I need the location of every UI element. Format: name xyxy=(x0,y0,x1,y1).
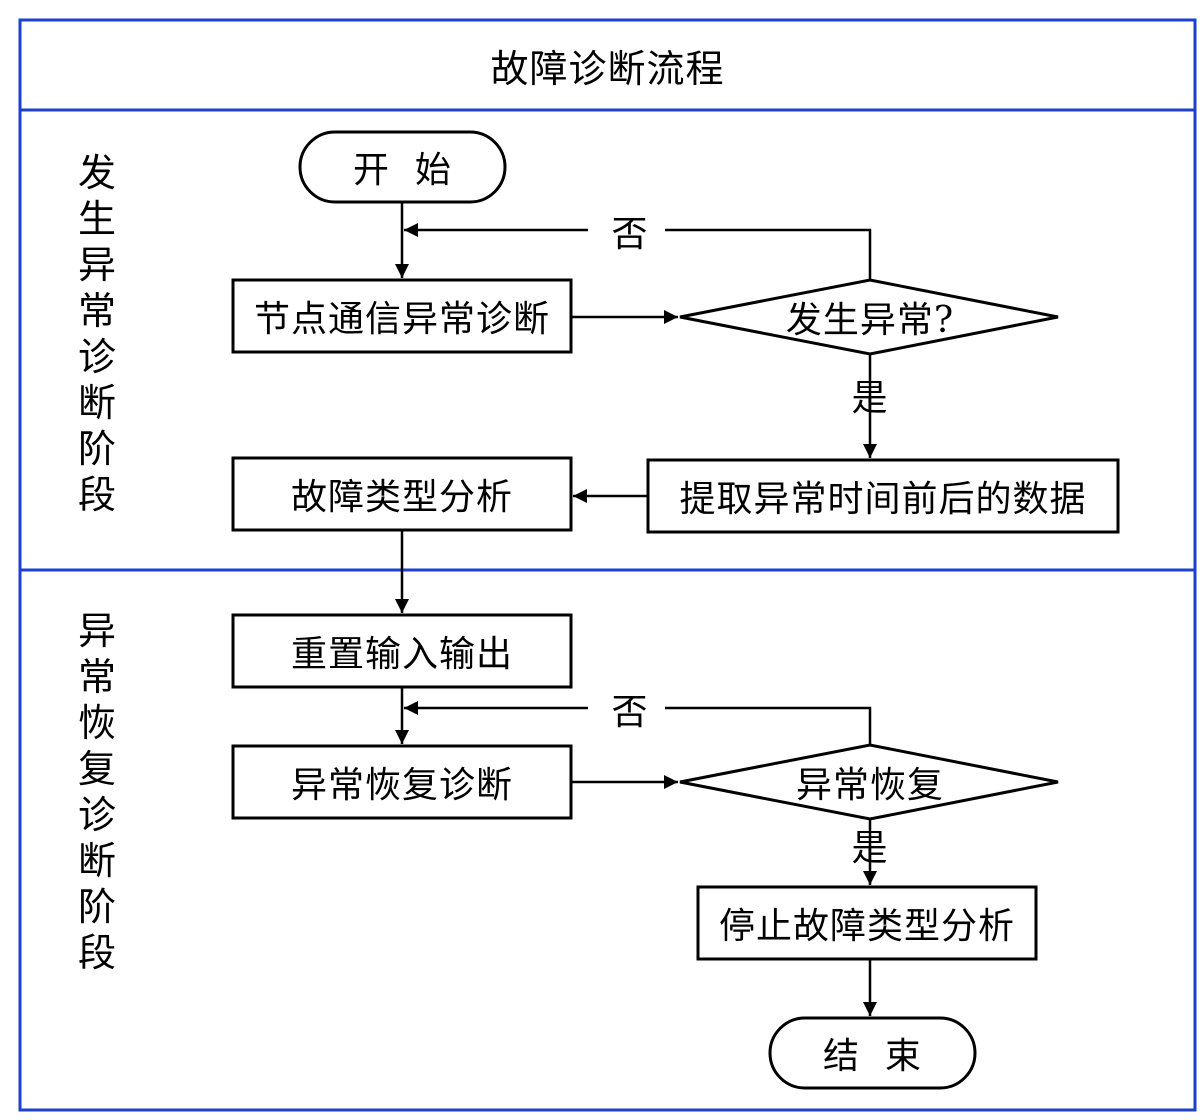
edge-label-yes-2: 是 xyxy=(851,828,889,869)
stage-label-detection: 发生异常诊断阶段 xyxy=(77,151,116,517)
recovery-diag-label: 异常恢复诊断 xyxy=(290,765,513,806)
fault-type-analysis-label: 故障类型分析 xyxy=(290,477,513,518)
outer-frame xyxy=(18,18,1197,1112)
decision-recovery-diamond xyxy=(679,743,1059,821)
extract-data-box xyxy=(646,458,1120,534)
edge-label-no-1: 否 xyxy=(611,214,649,255)
edge-label-yes-1: 是 xyxy=(851,378,889,419)
decision-recovery-label: 异常恢复 xyxy=(795,765,944,806)
edge-label-no-2: 否 xyxy=(611,692,649,733)
stop-analysis-box xyxy=(696,885,1038,961)
reset-io-label: 重置输入输出 xyxy=(290,634,513,675)
end-terminal xyxy=(768,1016,977,1090)
reset-io-box xyxy=(231,613,573,689)
recovery-diag-box xyxy=(231,744,573,820)
start-label: 开 始 xyxy=(353,150,452,191)
node-comm-diag-label: 节点通信异常诊断 xyxy=(253,299,550,340)
line-no-loop-1a xyxy=(665,228,872,280)
line-no-loop-2a xyxy=(665,706,872,745)
fault-type-analysis-box xyxy=(231,456,573,532)
stop-analysis-label: 停止故障类型分析 xyxy=(718,906,1015,947)
extract-data-label: 提取异常时间前后的数据 xyxy=(679,479,1087,520)
end-label: 结 束 xyxy=(823,1036,922,1077)
stage-label-recovery: 异常恢复诊断阶段 xyxy=(77,609,116,975)
decision-abnormal-diamond xyxy=(679,278,1059,356)
node-comm-diag-box xyxy=(231,278,573,354)
page-title: 故障诊断流程 xyxy=(490,46,725,91)
decision-abnormal-label: 发生异常? xyxy=(785,300,955,341)
